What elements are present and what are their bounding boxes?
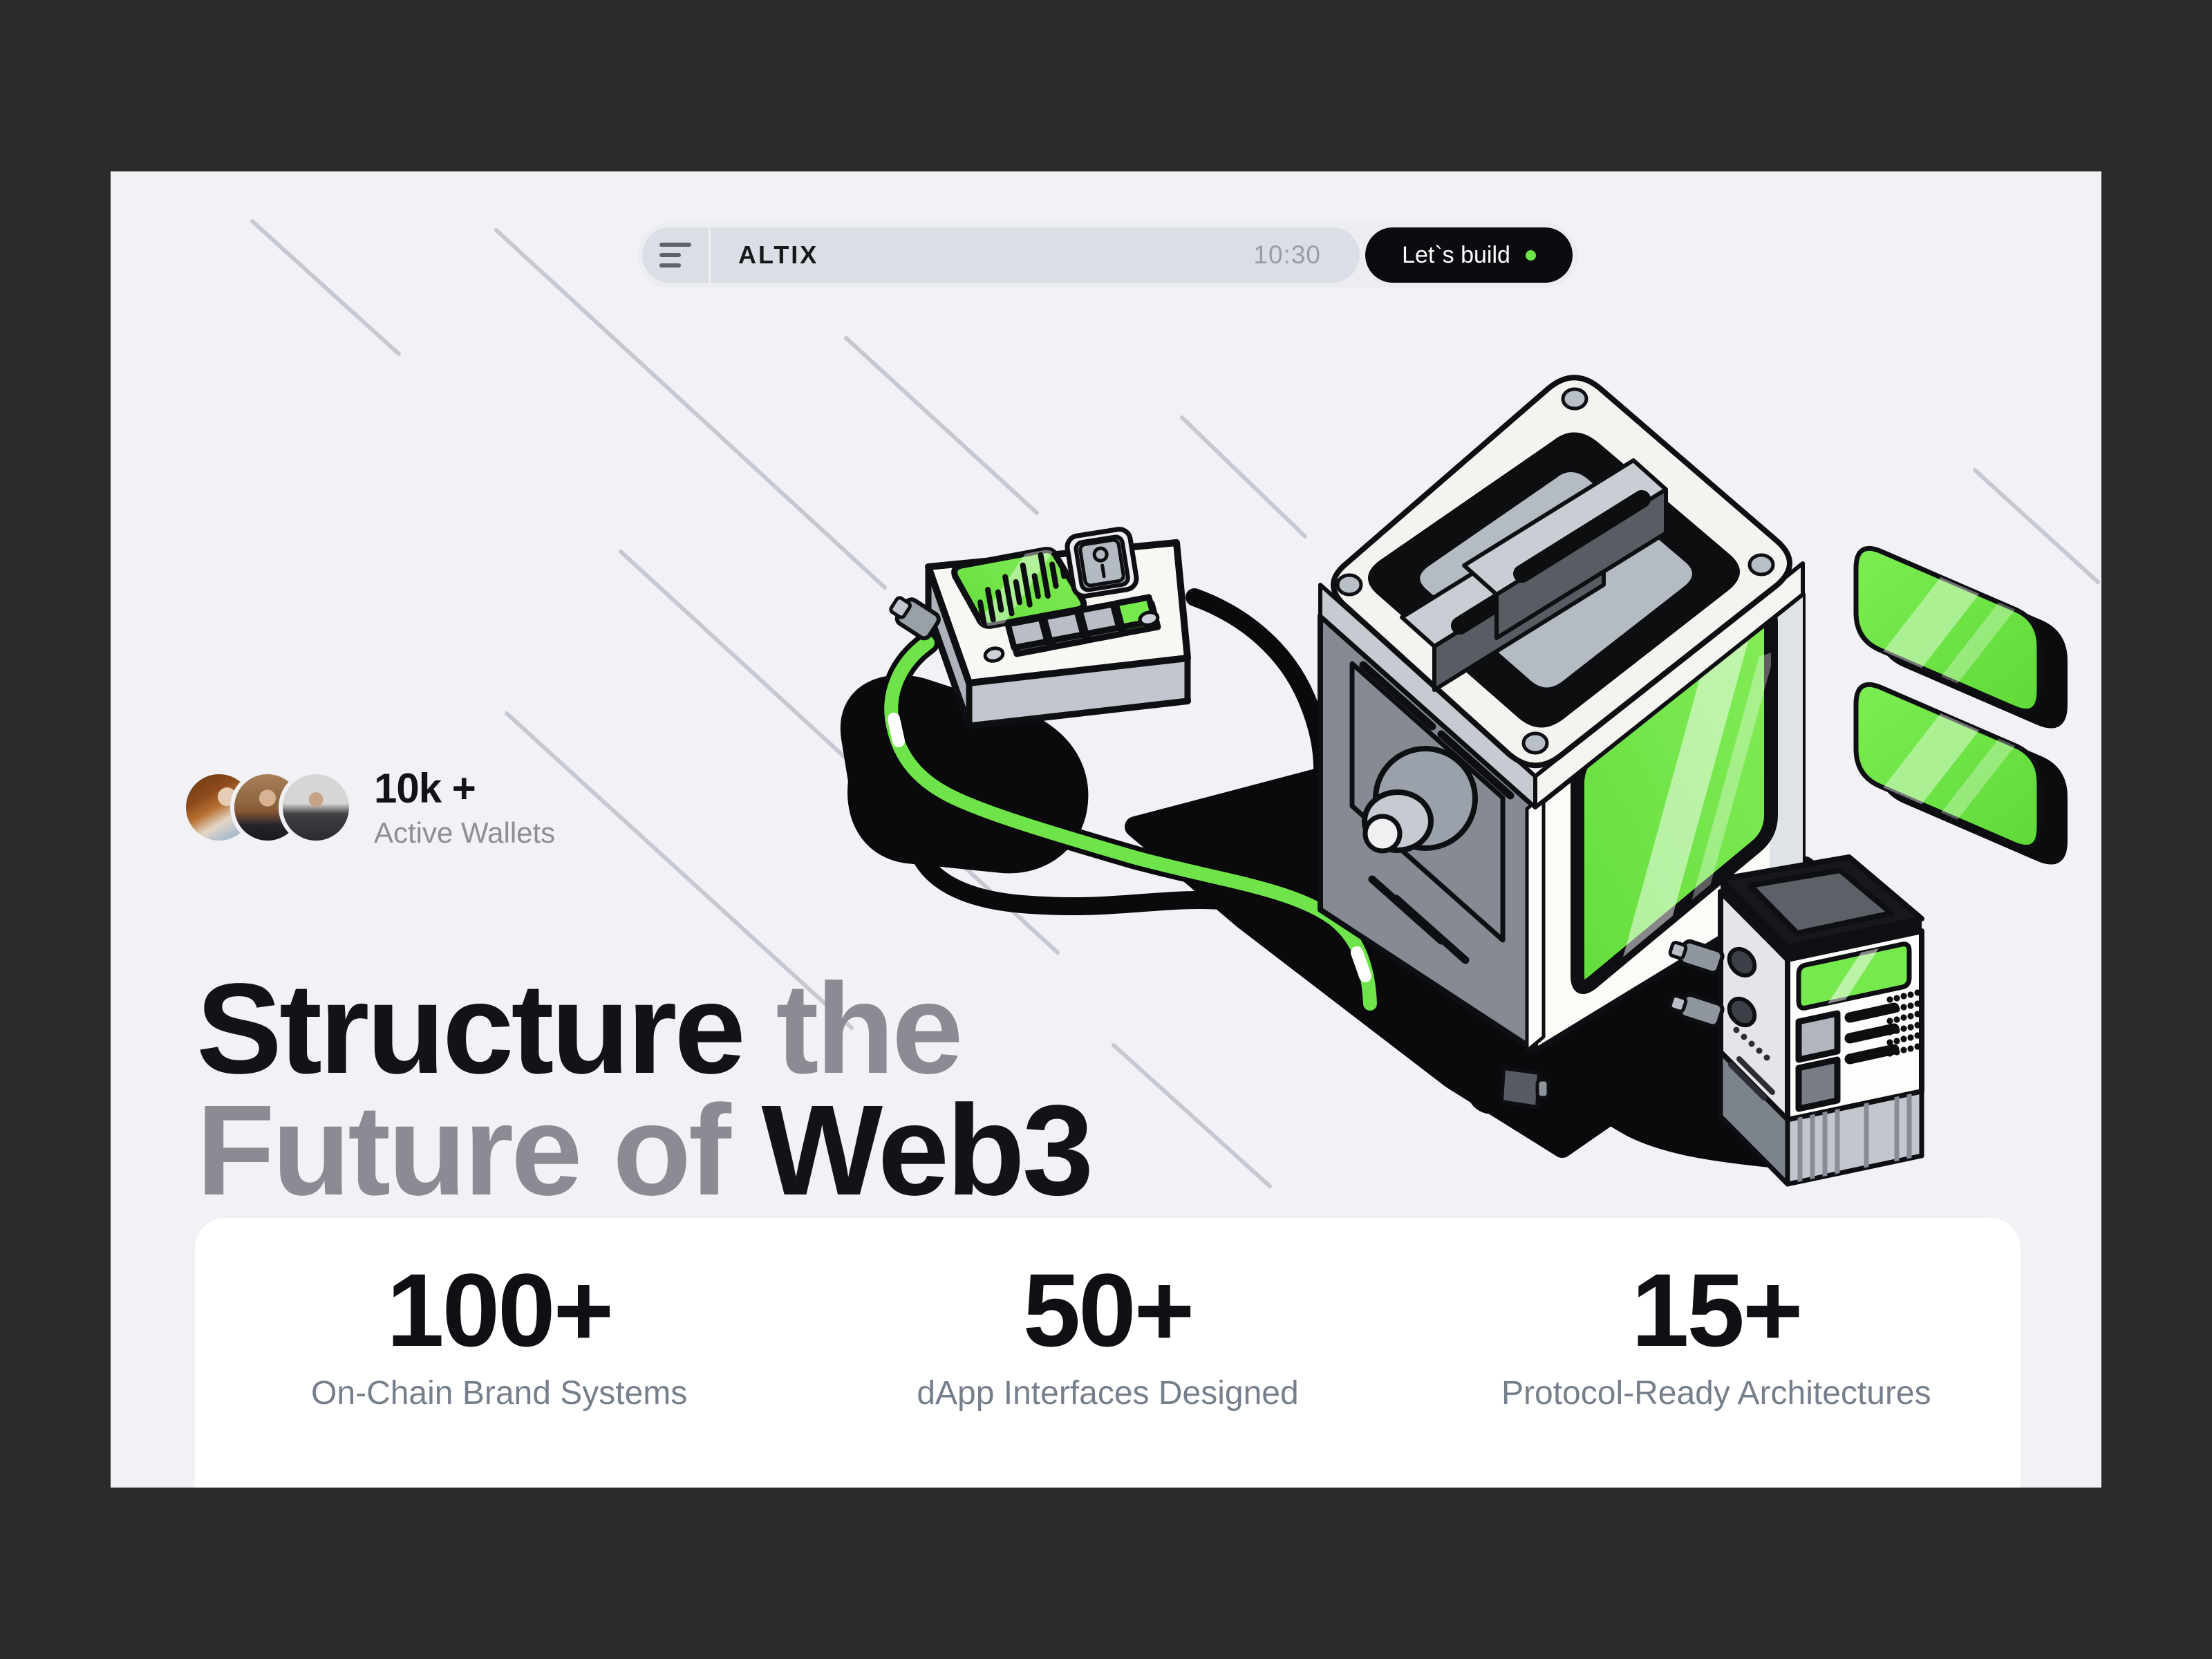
clock-text: 10:30: [1253, 241, 1321, 269]
power-toggle: [1065, 527, 1139, 599]
machine-front-edge: [1525, 794, 1546, 1053]
cta-label: Let`s build: [1402, 241, 1510, 268]
mini-server: [1668, 854, 1924, 1187]
avatar: [283, 774, 349, 841]
stat-value: 50+: [1022, 1252, 1194, 1368]
title-part-gray: Future of: [196, 1079, 762, 1223]
title-part-gray: the: [742, 957, 964, 1100]
server-button: [1795, 1010, 1841, 1063]
stat-label: Protocol-Ready Architectures: [1501, 1375, 1931, 1412]
green-panel: [1853, 546, 2068, 729]
speed-lines: [250, 219, 2100, 1188]
avatar-group: [186, 774, 349, 841]
web3-devices-illustration: [250, 219, 2100, 1188]
nav-divider: [709, 227, 711, 283]
social-proof: 10k + Active Wallets: [186, 765, 555, 850]
machine-left-details: [1349, 661, 1515, 964]
status-dot-icon: [1525, 250, 1536, 261]
lets-build-button[interactable]: Let`s build: [1365, 227, 1573, 283]
brand-logo[interactable]: ALTIX: [738, 241, 819, 269]
navbar-inner: ALTIX 10:30: [642, 227, 1360, 283]
stat-label: dApp Interfaces Designed: [917, 1375, 1299, 1412]
server-left-dots: [1733, 1027, 1770, 1061]
toaster-server: [1318, 375, 1806, 1053]
hero-section: ALTIX 10:30 Let`s build 10k + Active Wal…: [111, 171, 2101, 1488]
menu-button[interactable]: [642, 243, 709, 268]
stat-onchain: 100+ On-Chain Brand Systems: [195, 1258, 803, 1488]
power-icon: [1092, 546, 1109, 563]
hamburger-icon: [659, 243, 691, 268]
screw-icons: [1335, 387, 1775, 755]
stat-label: On-Chain Brand Systems: [311, 1375, 688, 1412]
server-vents: [1844, 1002, 1900, 1065]
port-icon: [1727, 996, 1757, 1028]
server-base: [1785, 1089, 1924, 1187]
wallets-count: 10k +: [374, 765, 476, 812]
machine-slots: [1400, 458, 1668, 692]
handheld-buttons: [1004, 594, 1161, 657]
stat-value: 15+: [1631, 1252, 1803, 1368]
handheld-port: [889, 596, 941, 641]
stat-value: 100+: [386, 1252, 614, 1368]
stats-card: 100+ On-Chain Brand Systems 50+ dApp Int…: [195, 1218, 2021, 1488]
title-part-dark: Web3: [761, 1079, 1094, 1223]
handheld-meter: [889, 527, 1191, 729]
speaker-grid: [1886, 989, 1921, 1057]
navbar: ALTIX 10:30 Let`s build: [637, 223, 1577, 288]
cable-connector: [1668, 992, 1725, 1029]
stat-protocol: 15+ Protocol-Ready Architectures: [1412, 1258, 2021, 1488]
stat-dapp: 50+ dApp Interfaces Designed: [803, 1258, 1412, 1488]
server-top-screen: [1747, 868, 1894, 936]
wallets-label: Active Wallets: [374, 816, 556, 849]
server-button: [1795, 1056, 1841, 1112]
cable-connector: [1668, 939, 1725, 975]
port-icon: [1727, 946, 1757, 978]
power-plug-icon: [1468, 1066, 1550, 1114]
title-part-dark: Structure: [196, 957, 746, 1100]
